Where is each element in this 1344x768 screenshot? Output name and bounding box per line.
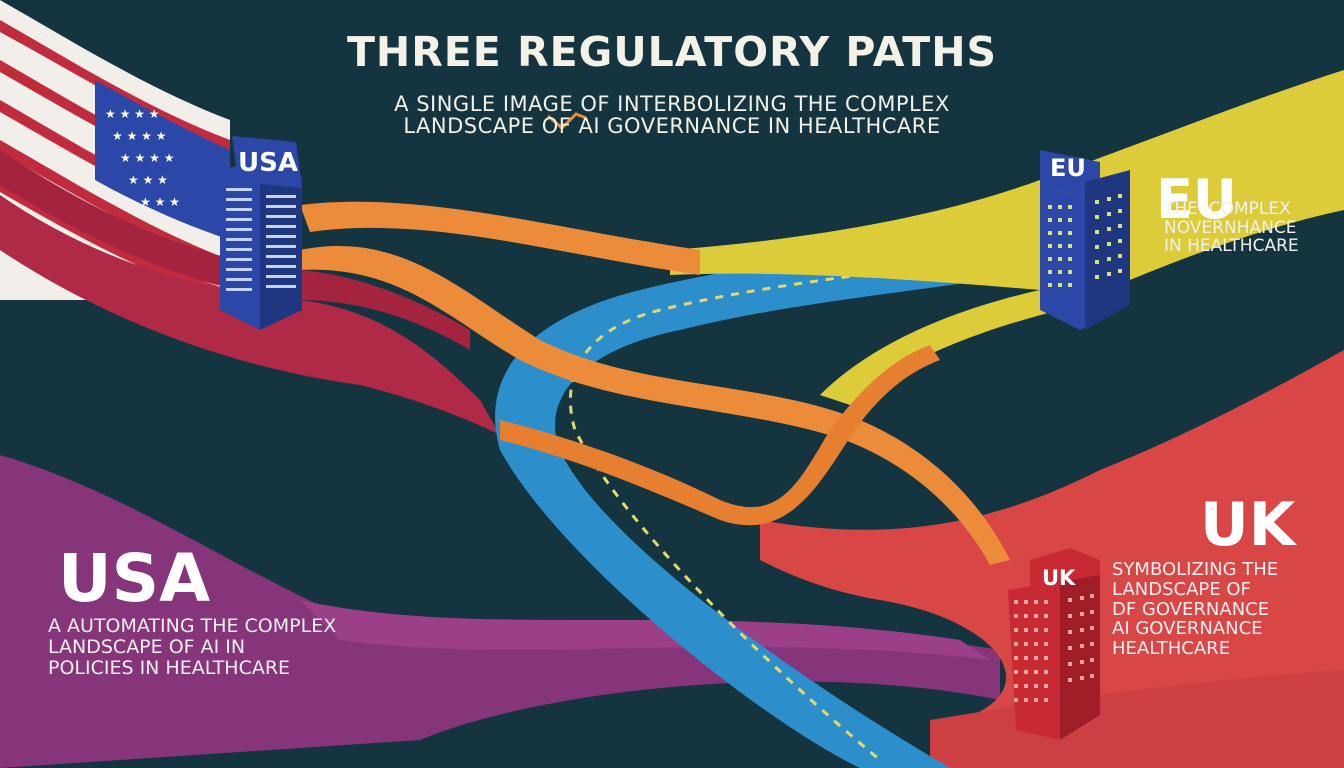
uk-building-label: UK	[1042, 566, 1076, 590]
eu-building-label: EU	[1050, 154, 1086, 182]
subtitle-line-2: LANDSCAPE OF AI GOVERNANCE IN HEALTHCARE	[403, 114, 941, 138]
uk-ribbon	[760, 350, 1344, 740]
road-center-line	[568, 250, 1041, 762]
orange-ribbon-a	[300, 201, 700, 275]
svg-text:★ ★ ★: ★ ★ ★	[128, 173, 168, 187]
usa-ribbon-upper	[0, 150, 470, 350]
us-flag-icon: ★ ★ ★ ★ ★ ★ ★ ★ ★ ★ ★ ★ ★ ★ ★ ★ ★ ★	[0, 0, 230, 300]
svg-text:★ ★ ★: ★ ★ ★	[140, 195, 180, 209]
eu-panel-label: EU	[1156, 168, 1237, 231]
usa-panel-label: USA	[58, 540, 211, 617]
usa-building-label: USA	[238, 148, 298, 178]
eu-building	[1040, 150, 1130, 330]
uk-ribbon-lower	[930, 670, 1344, 768]
svg-text:★ ★ ★ ★: ★ ★ ★ ★	[112, 129, 166, 143]
page-title: THREE REGULATORY PATHS	[346, 28, 998, 76]
uk-panel-blurb: SYMBOLIZING THE LANDSCAPE OF DF GOVERNAN…	[1112, 559, 1279, 660]
subtitle-line-1: A SINGLE IMAGE OF INTERBOLIZING THE COMP…	[394, 92, 950, 116]
svg-text:★ ★ ★ ★: ★ ★ ★ ★	[120, 151, 174, 165]
purple-ribbon	[0, 455, 1000, 768]
usa-building	[220, 136, 302, 330]
svg-text:★ ★ ★ ★: ★ ★ ★ ★	[105, 107, 159, 121]
orange-ribbon-b	[300, 246, 1010, 565]
eu-panel-blurb: THE COMPLEX NOVERNHANCE IN HEALTHCARE	[1164, 199, 1299, 257]
uk-building	[1008, 548, 1100, 740]
orange-ribbon-c	[500, 345, 940, 526]
chevron-mark-icon	[547, 112, 587, 131]
uk-panel-label: UK	[1200, 490, 1296, 560]
eu-ribbon	[670, 70, 1344, 405]
purple-ribbon-band	[300, 600, 990, 660]
usa-panel-blurb: A AUTOMATING THE COMPLEX LANDSCAPE OF AI…	[48, 615, 337, 679]
